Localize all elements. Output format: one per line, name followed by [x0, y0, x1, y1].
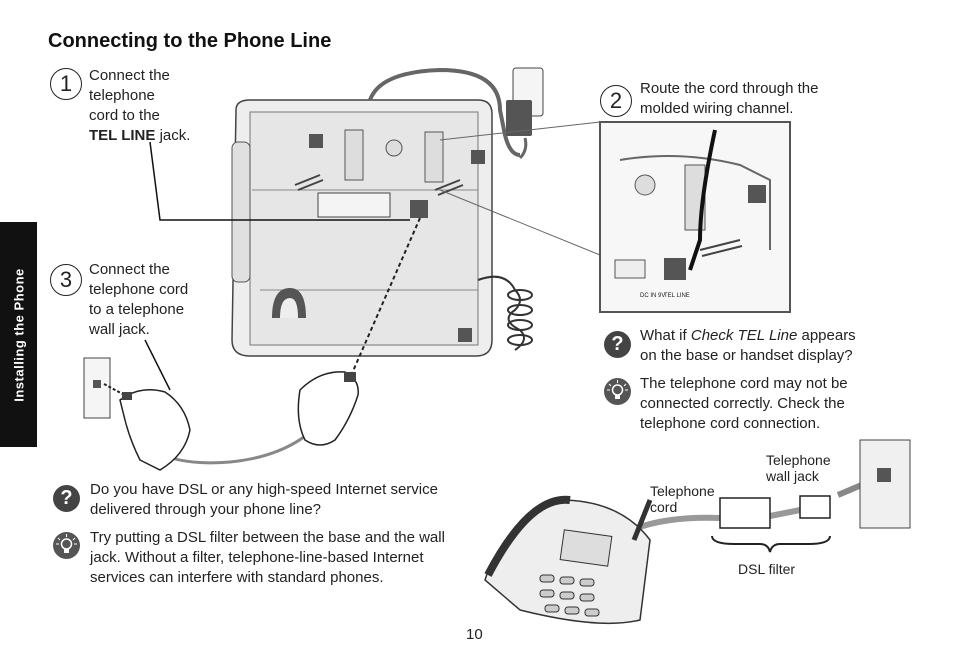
- tel-tip-a-line2: connected correctly. Check the: [640, 395, 845, 412]
- hand-icon: [119, 371, 359, 471]
- step-2-line2: molded wiring channel.: [640, 100, 794, 117]
- step-1-text: Connect the telephone cord to the TEL LI…: [89, 66, 190, 146]
- tel-tip-q-pre: What if: [640, 327, 691, 344]
- wall-jack-label-l1: Telephone: [766, 452, 831, 468]
- dsl-filter-label: DSL filter: [738, 561, 796, 577]
- dc-in-label: DC IN 9V: [640, 293, 665, 299]
- tel-tip-a-line3: telephone cord connection.: [640, 415, 821, 432]
- dsl-filter-box: [719, 497, 771, 529]
- power-adapter-icon: [506, 100, 532, 136]
- step-2-line1: Route the cord through the: [640, 80, 819, 97]
- tel-line-label: TEL LINE: [664, 293, 690, 299]
- cord-label-l2: cord: [650, 499, 678, 515]
- step-3-line1: Connect the: [89, 261, 170, 278]
- question-icon: ?: [53, 485, 80, 512]
- question-icon: ?: [604, 331, 631, 358]
- coiled-handset-cord: [477, 275, 533, 351]
- tel-tip-a-line1: The telephone cord may not be: [640, 375, 848, 392]
- step-1-line3: cord to the: [89, 107, 160, 124]
- step-2-number: 2: [600, 85, 632, 117]
- step-3-line2: telephone cord: [89, 281, 189, 298]
- dsl-tip-a-line2: jack. Without a filter, telephone-line-b…: [90, 549, 424, 566]
- wall-jack-icon: [859, 439, 911, 529]
- step-3-line4: wall jack.: [89, 321, 150, 338]
- side-tab: Installing the Phone: [0, 222, 37, 447]
- step-1-line4: jack.: [155, 127, 191, 144]
- phone-base-back: [231, 99, 493, 357]
- dsl-tip-question: Do you have DSL or any high-speed Intern…: [90, 480, 438, 520]
- wall-jack-label: Telephone wall jack: [766, 452, 831, 484]
- step-1-number: 1: [50, 68, 82, 100]
- dsl-tip-q-line2: delivered through your phone line?: [90, 501, 321, 518]
- tel-tip-answer: The telephone cord may not be connected …: [640, 374, 848, 434]
- step-3-text: Connect the telephone cord to a telephon…: [89, 260, 188, 340]
- cord-label-l1: Telephone: [650, 483, 715, 499]
- lightbulb-icon: [53, 532, 80, 559]
- tel-tip-q-line2: on the base or handset display?: [640, 347, 853, 364]
- dsl-tip-q-line1: Do you have DSL or any high-speed Intern…: [90, 481, 438, 498]
- step-1-line2: telephone: [89, 87, 155, 104]
- cordless-phone-base: [484, 499, 651, 625]
- step-1-line1: Connect the: [89, 67, 170, 84]
- telephone-cord-label: Telephone cord: [650, 483, 715, 515]
- tel-tip-question: What if Check TEL Line appears on the ba…: [640, 326, 856, 366]
- lightbulb-icon: [604, 378, 631, 405]
- dsl-tip-a-line3: services can interfere with standard pho…: [90, 569, 384, 586]
- step-3-line3: to a telephone: [89, 301, 185, 318]
- dsl-tip-a-line1: Try putting a DSL filter between the bas…: [90, 529, 445, 546]
- page-number: 10: [466, 626, 483, 643]
- tel-tip-q-post: appears: [797, 327, 856, 344]
- page-title: Connecting to the Phone Line: [48, 30, 332, 52]
- wiring-channel-detail: DC IN 9V TEL LINE: [599, 121, 791, 313]
- step-1-bold: TEL LINE: [89, 127, 156, 144]
- dsl-tip-answer: Try putting a DSL filter between the bas…: [90, 528, 445, 588]
- tel-tip-q-em: Check TEL Line: [690, 327, 798, 344]
- step-2-text: Route the cord through the molded wiring…: [640, 79, 818, 119]
- wall-jack-label-l2: wall jack: [766, 468, 819, 484]
- step-3-number: 3: [50, 264, 82, 296]
- dsl-diagram: [484, 439, 911, 625]
